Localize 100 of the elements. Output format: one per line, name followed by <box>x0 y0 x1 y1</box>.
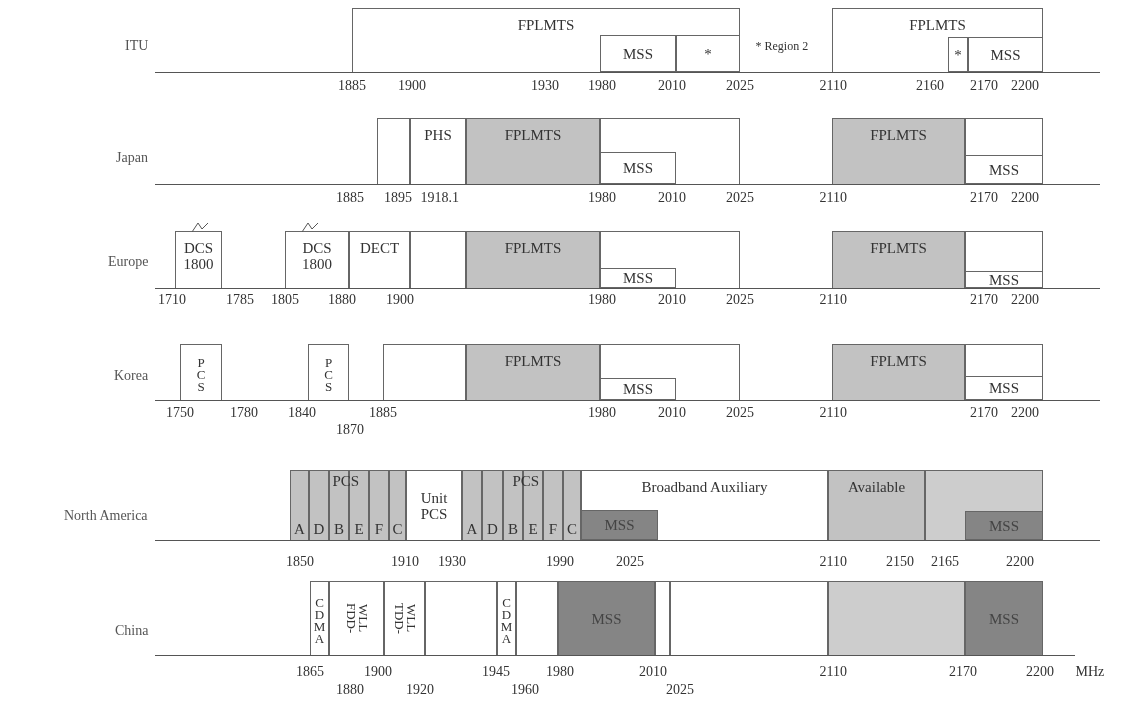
band-label: FPLMTS <box>909 17 966 33</box>
band-box <box>968 37 1043 72</box>
band-box <box>310 581 329 656</box>
band-box <box>600 344 740 401</box>
band-label: DCS 1800 <box>182 240 215 272</box>
band-box <box>965 231 1043 289</box>
band-box <box>600 152 676 184</box>
tick-label: 2160 <box>916 78 944 94</box>
tick-label: 2010 <box>658 190 686 206</box>
band-box <box>965 344 1043 401</box>
band-box <box>329 581 384 656</box>
band-box <box>482 470 503 541</box>
band-box <box>600 231 740 289</box>
band-box <box>497 581 516 656</box>
band-label: D <box>313 521 325 537</box>
tick-label: 2025 <box>726 405 754 421</box>
band-label: A <box>466 521 478 537</box>
band-label: FPLMTS <box>870 127 927 143</box>
row-label: ITU <box>125 38 149 54</box>
band-label: FPLMTS <box>870 240 927 256</box>
band-box <box>516 581 558 656</box>
band-label: MSS <box>989 161 1019 178</box>
tick-label: 1980 <box>588 292 616 308</box>
tick-label: 2170 <box>970 292 998 308</box>
band-box <box>832 118 965 185</box>
tick-label: 2170 <box>949 664 977 680</box>
band-box <box>285 231 349 289</box>
tick-label: 1885 <box>336 190 364 206</box>
band-box <box>389 470 406 541</box>
tick-label: 1870 <box>336 422 364 438</box>
tick-label: 1840 <box>288 405 316 421</box>
band-label: TDD-WLL <box>392 601 417 636</box>
tick-label: 1805 <box>271 292 299 308</box>
band-label: D <box>487 521 498 537</box>
tick-label: 2010 <box>658 78 686 94</box>
band-label: FPLMTS <box>504 127 562 143</box>
band-label: CDMA <box>500 594 513 643</box>
band-box <box>581 470 828 541</box>
tick-label: 2110 <box>819 664 847 680</box>
tick-label: 1780 <box>230 405 258 421</box>
band-label: MSS <box>623 270 653 286</box>
band-label: Available <box>847 479 906 495</box>
tick-label: 2025 <box>726 78 754 94</box>
band-box <box>410 231 466 289</box>
tick-label: 1785 <box>226 292 254 308</box>
band-box <box>676 35 740 72</box>
tick-label: 1960 <box>511 682 539 698</box>
tick-label: 1880 <box>328 292 356 308</box>
band-box <box>466 344 600 401</box>
tick-label: 2170 <box>970 405 998 421</box>
band-box <box>466 231 600 289</box>
tick-label: 2200 <box>1026 664 1054 680</box>
tick-label: 2010 <box>639 664 667 680</box>
band-box <box>965 271 1043 288</box>
band-box <box>377 118 410 185</box>
tick-label: 2170 <box>970 190 998 206</box>
band-label: FPLMTS <box>504 240 562 256</box>
band-box <box>965 376 1043 400</box>
tick-label: 1980 <box>588 190 616 206</box>
tick-label: 1750 <box>166 405 194 421</box>
tick-label: 1980 <box>588 405 616 421</box>
band-label: Unit PCS <box>419 489 449 522</box>
band-label: E <box>354 521 364 537</box>
band-box <box>563 470 581 541</box>
band-label: MSS <box>990 46 1021 63</box>
tick-label: 2010 <box>658 405 686 421</box>
band-label: FPLMTS <box>870 353 927 369</box>
row-label: North America <box>64 508 148 524</box>
band-box <box>425 581 497 656</box>
band-box <box>600 35 676 72</box>
band-box <box>600 378 676 400</box>
tick-label: 2025 <box>726 190 754 206</box>
band-label: MSS <box>623 160 653 176</box>
band-box <box>410 118 466 185</box>
band-box <box>600 268 676 288</box>
band-box <box>832 8 1043 73</box>
unit-label: MHz <box>1075 664 1105 680</box>
band-box <box>462 470 482 541</box>
band-box <box>383 344 466 401</box>
band-box <box>600 118 740 185</box>
tick-label: 2170 <box>970 78 998 94</box>
tick-label: 2150 <box>886 554 914 570</box>
tick-label: 1885 <box>369 405 397 421</box>
band-box <box>828 470 925 541</box>
band-box <box>832 344 965 401</box>
tick-label: 1990 <box>546 554 574 570</box>
band-label: PCS <box>322 354 335 391</box>
band-box <box>965 581 1043 656</box>
band-label: * <box>704 45 712 62</box>
tick-label: 1895 <box>384 190 412 206</box>
band-label: F <box>548 521 558 537</box>
band-label: Broadband Auxiliary <box>641 479 768 495</box>
band-label: F <box>374 521 384 537</box>
band-label: MSS <box>623 45 653 62</box>
band-label: MSS <box>989 610 1019 627</box>
tick-label: 1980 <box>546 664 574 680</box>
tick-label: 2200 <box>1011 405 1039 421</box>
tick-label: 2110 <box>819 292 847 308</box>
tick-label: 1918.1 <box>420 190 459 206</box>
band-box <box>965 155 1043 184</box>
